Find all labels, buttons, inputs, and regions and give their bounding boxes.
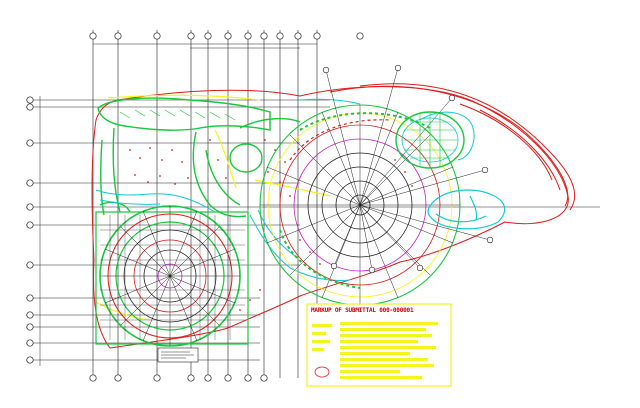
arena-note-box — [157, 347, 199, 363]
planting-dots — [129, 139, 413, 311]
top-dimension-line — [93, 43, 317, 49]
plaza-planting-ring — [279, 112, 431, 289]
oval-lawn — [395, 111, 465, 169]
grid-row-bubbles — [26, 96, 34, 364]
legend-title: MARKUP OF SUBMITTAL 000-000001 — [311, 307, 414, 314]
legend-north-symbol — [314, 366, 330, 378]
garden-hatching — [119, 109, 236, 121]
site-boundary — [91, 83, 576, 349]
legend-box — [306, 303, 452, 387]
water-feature — [427, 189, 506, 230]
circular-arena — [95, 205, 249, 347]
grid-column-bubbles — [89, 32, 364, 382]
legend-entries — [312, 322, 438, 379]
